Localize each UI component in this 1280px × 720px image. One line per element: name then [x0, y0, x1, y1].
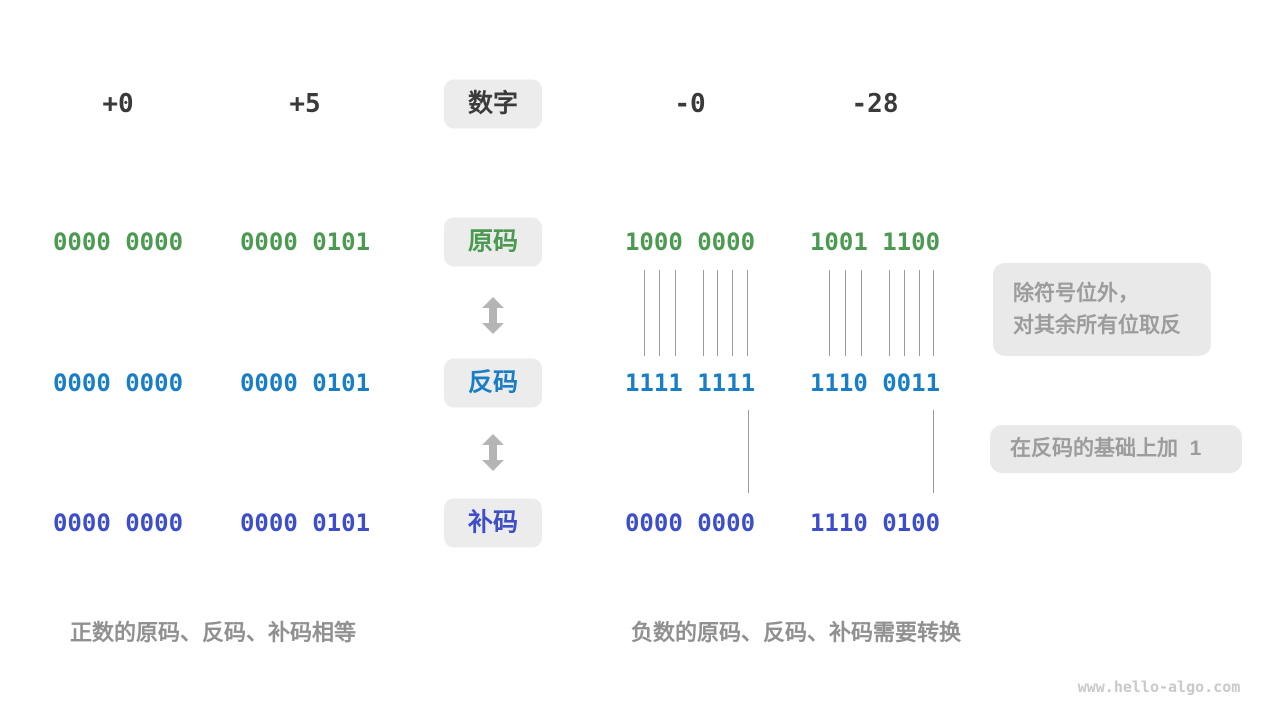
- sign-magnitude-plus-zero: 0000 0000: [52, 228, 184, 256]
- ones-complement-minus-twenty-eight: 1110 0011: [809, 369, 941, 397]
- note-invert-bits: 除符号位外， 对其余所有位取反: [993, 263, 1211, 356]
- row-badge-ones-complement: 反码: [444, 358, 542, 408]
- row-badge-sign-magnitude: 原码: [444, 217, 542, 267]
- sign-magnitude-plus-five: 0000 0101: [239, 228, 371, 256]
- ones-complement-plus-five: 0000 0101: [239, 369, 371, 397]
- twos-complement-minus-zero: 0000 0000: [624, 509, 756, 537]
- caption-negative-numbers: 负数的原码、反码、补码需要转换: [630, 620, 962, 645]
- header-badge-number: 数字: [444, 79, 542, 129]
- twos-complement-minus-twenty-eight: 1110 0100: [809, 509, 941, 537]
- double-arrow-icon: [481, 297, 505, 339]
- sign-magnitude-minus-zero: 1000 0000: [624, 228, 756, 256]
- double-arrow-icon: [481, 434, 505, 476]
- note-invert-line1: 除符号位外，: [1013, 282, 1139, 305]
- ones-complement-plus-zero: 0000 0000: [52, 369, 184, 397]
- note-add-one: 在反码的基础上加 1: [990, 425, 1242, 473]
- caption-positive-numbers: 正数的原码、反码、补码相等: [69, 620, 357, 645]
- row-badge-twos-complement: 补码: [444, 498, 542, 548]
- ones-complement-minus-zero: 1111 1111: [624, 369, 756, 397]
- number-plus-five: +5: [289, 89, 321, 119]
- number-minus-twenty-eight: -28: [851, 89, 899, 119]
- note-invert-line2: 对其余所有位取反: [1013, 314, 1181, 337]
- sign-magnitude-minus-twenty-eight: 1001 1100: [809, 228, 941, 256]
- number-minus-zero: -0: [674, 89, 706, 119]
- twos-complement-plus-five: 0000 0101: [239, 509, 371, 537]
- number-plus-zero: +0: [102, 89, 134, 119]
- twos-complement-plus-zero: 0000 0000: [52, 509, 184, 537]
- watermark-hello-algo: www.hello-algo.com: [1077, 678, 1241, 696]
